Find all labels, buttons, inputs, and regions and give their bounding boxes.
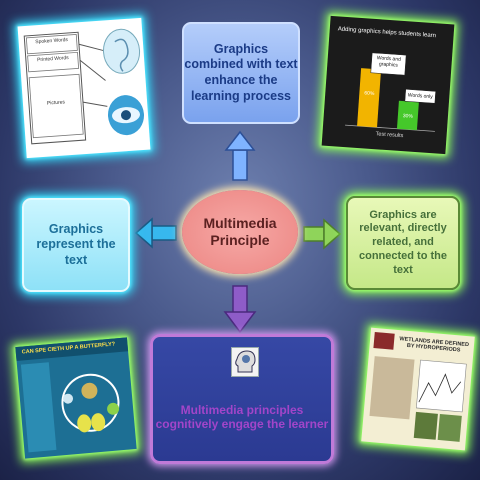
caterpillar-icon xyxy=(107,402,120,415)
egg-icon xyxy=(63,393,74,404)
bar-chart-thumbnail xyxy=(345,52,436,132)
box-graphics-combined-with-text: Graphics combined with text enhance the … xyxy=(182,22,300,124)
box-graphics-relevant: Graphics are relevant, directly related,… xyxy=(346,196,460,290)
bar-words-only xyxy=(396,100,419,131)
bottom-box-text: Multimedia principles cognitively engage… xyxy=(155,403,329,432)
panel-bar-chart: Adding graphics helps students learn Wor… xyxy=(321,15,455,155)
panel-dual-channel-diagram: Spoken Words Printed Words Pictures xyxy=(17,17,151,159)
bar1-value: 60% xyxy=(364,90,375,98)
center-multimedia-principle: Multimedia Principle xyxy=(182,190,298,274)
butterfly-lifecycle xyxy=(61,373,120,433)
panel-wetlands-slide: WETLANDS ARE DEFINED BY HYDROPERIODS xyxy=(361,327,475,451)
box-graphics-represent-text: Graphics represent the text xyxy=(22,198,130,292)
box-cognitively-engage: Multimedia principles cognitively engage… xyxy=(150,334,334,464)
panel-butterfly-slide: CAN SPE CIETH UP A BUTTERFLY? xyxy=(15,337,137,459)
arrow-left-icon xyxy=(134,217,177,249)
eye-icon xyxy=(107,95,145,136)
butterfly-icon xyxy=(77,413,106,433)
cocoon-icon xyxy=(81,382,98,399)
dual-channel-diagram xyxy=(23,28,145,145)
arrow-up-icon xyxy=(224,130,256,181)
bar1-label: Words and graphics xyxy=(376,55,402,69)
arrow-right-icon xyxy=(303,218,342,250)
bar2-value: 30% xyxy=(402,113,414,120)
arrow-down-icon xyxy=(223,285,257,334)
wetlands-graphics xyxy=(369,332,467,442)
brain-head-icon xyxy=(231,347,259,377)
wetland-photo-icon xyxy=(413,411,438,440)
ear-icon xyxy=(103,28,141,74)
wetland-photo-icon-2 xyxy=(437,414,462,442)
bar-words-and-graphics xyxy=(357,68,382,128)
